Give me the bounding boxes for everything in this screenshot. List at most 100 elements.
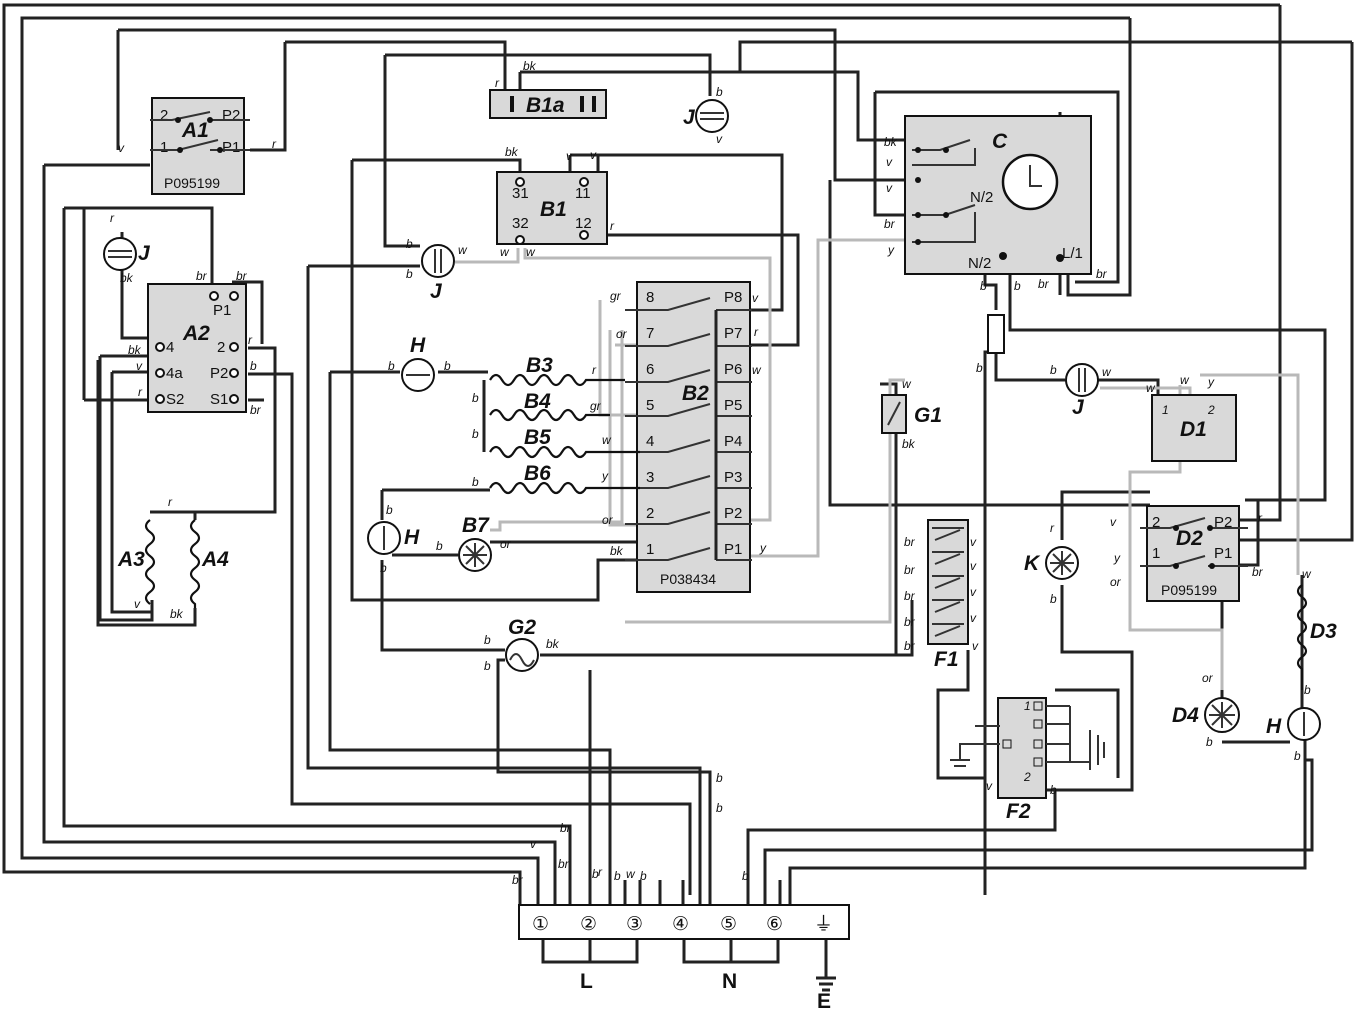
label-h-mid: H — [404, 526, 420, 549]
pin-b2-p1: P1 — [724, 541, 742, 558]
pin-b2-7: 7 — [646, 325, 654, 342]
pin-d1-1: 1 — [1162, 403, 1169, 417]
terminal-earth: ⏚ — [814, 913, 833, 935]
label-k: K — [1024, 552, 1041, 575]
code-v: v — [970, 585, 977, 599]
terminal-2: ② — [580, 913, 597, 935]
code-or: or — [500, 537, 512, 551]
code-r: r — [598, 865, 603, 879]
code-br: br — [250, 403, 262, 417]
code-w: w — [458, 243, 468, 257]
label-d3: D3 — [1310, 620, 1337, 643]
pin-a2-s2: S2 — [166, 391, 184, 408]
code-w: w — [902, 377, 912, 391]
code-w: w — [1102, 365, 1112, 379]
code-v: v — [590, 148, 597, 162]
code-w: w — [602, 433, 612, 447]
label-d4: D4 — [1172, 704, 1199, 727]
code-bk: bk — [128, 343, 142, 357]
pin-b2-p7: P7 — [724, 325, 742, 342]
code-v: v — [530, 837, 537, 851]
code-b: b — [484, 633, 491, 647]
code-b: b — [1014, 279, 1021, 293]
outer-wires — [2, 3, 1354, 895]
pin-a2-2: 2 — [217, 339, 225, 356]
code-b: b — [716, 771, 723, 785]
code-v: v — [136, 359, 143, 373]
fan-k: K — [1024, 546, 1079, 580]
code-r: r — [168, 495, 173, 509]
terminal-5: ⑤ — [720, 913, 737, 935]
label-b3: B3 — [526, 354, 553, 377]
pin-a2-s1: S1 — [210, 391, 228, 408]
label-d2: D2 — [1176, 527, 1203, 550]
code-br: br — [904, 563, 916, 577]
heating-element-d3: D3 — [1296, 584, 1337, 690]
component-g2: G2 — [505, 616, 539, 672]
part-code-d2: P095199 — [1161, 582, 1217, 598]
pin-b2-1: 1 — [646, 541, 654, 558]
lamp-h-top: H — [401, 334, 435, 392]
code-br: br — [904, 589, 916, 603]
code-b: b — [640, 869, 647, 883]
code-b: b — [406, 237, 413, 251]
group-label-l: L — [580, 970, 593, 993]
label-g2: G2 — [508, 616, 536, 639]
code-v: v — [1110, 515, 1117, 529]
part-code-a1: P095199 — [164, 175, 220, 191]
code-b: b — [406, 267, 413, 281]
pin-d2-2: 2 — [1152, 514, 1160, 531]
code-b: b — [388, 359, 395, 373]
code-v: v — [134, 597, 141, 611]
code-b: b — [592, 867, 599, 881]
pin-f2-1: 1 — [1024, 699, 1031, 713]
code-br: br — [1038, 277, 1050, 291]
relay-a1: A1 2 P2 1 P1 P095199 — [150, 97, 250, 195]
label-f1: F1 — [934, 648, 959, 671]
code-bk: bk — [120, 271, 134, 285]
code-w: w — [500, 245, 510, 259]
code-br: br — [1096, 267, 1108, 281]
code-b: b — [250, 359, 257, 373]
suppressor-j-4: J — [1065, 363, 1099, 419]
code-b: b — [380, 561, 387, 575]
code-b: b — [742, 869, 749, 883]
suppressor-j-3: J — [421, 244, 455, 303]
code-br: br — [558, 857, 570, 871]
code-v: v — [886, 155, 893, 169]
label-b5: B5 — [524, 426, 551, 449]
code-b: b — [976, 361, 983, 375]
fan-b7: B7 — [458, 514, 492, 572]
code-w: w — [1146, 381, 1156, 395]
code-br: br — [560, 821, 572, 835]
code-w: w — [1180, 373, 1190, 387]
pin-d2-p1: P1 — [1214, 545, 1232, 562]
fan-d4: D4 — [1172, 697, 1240, 733]
code-w: w — [626, 867, 636, 881]
code-v: v — [566, 149, 573, 163]
pin-a1-p1: P1 — [222, 139, 240, 156]
code-v: v — [886, 181, 893, 195]
pin-a1-1: 1 — [160, 139, 168, 156]
label-b6: B6 — [524, 462, 551, 485]
pin-d1-2: 2 — [1207, 403, 1215, 417]
heating-elements: B3 B4 B5 B6 — [482, 354, 640, 495]
label-b7: B7 — [462, 514, 490, 537]
code-b: b — [444, 359, 451, 373]
code-r: r — [138, 385, 143, 399]
pin-a2-p2: P2 — [210, 365, 228, 382]
code-b: b — [1050, 363, 1057, 377]
code-or: or — [1110, 575, 1122, 589]
code-b: b — [1050, 592, 1057, 606]
code-v: v — [970, 535, 977, 549]
pin-b2-p2: P2 — [724, 505, 742, 522]
code-w: w — [1302, 567, 1312, 581]
label-j-3: J — [430, 280, 443, 303]
code-b: b — [472, 475, 479, 489]
grey-wires — [455, 238, 1300, 690]
label-a3: A3 — [117, 548, 145, 571]
code-b: b — [386, 503, 393, 517]
code-r: r — [495, 76, 500, 90]
code-b: b — [716, 801, 723, 815]
label-j-4: J — [1072, 396, 1085, 419]
